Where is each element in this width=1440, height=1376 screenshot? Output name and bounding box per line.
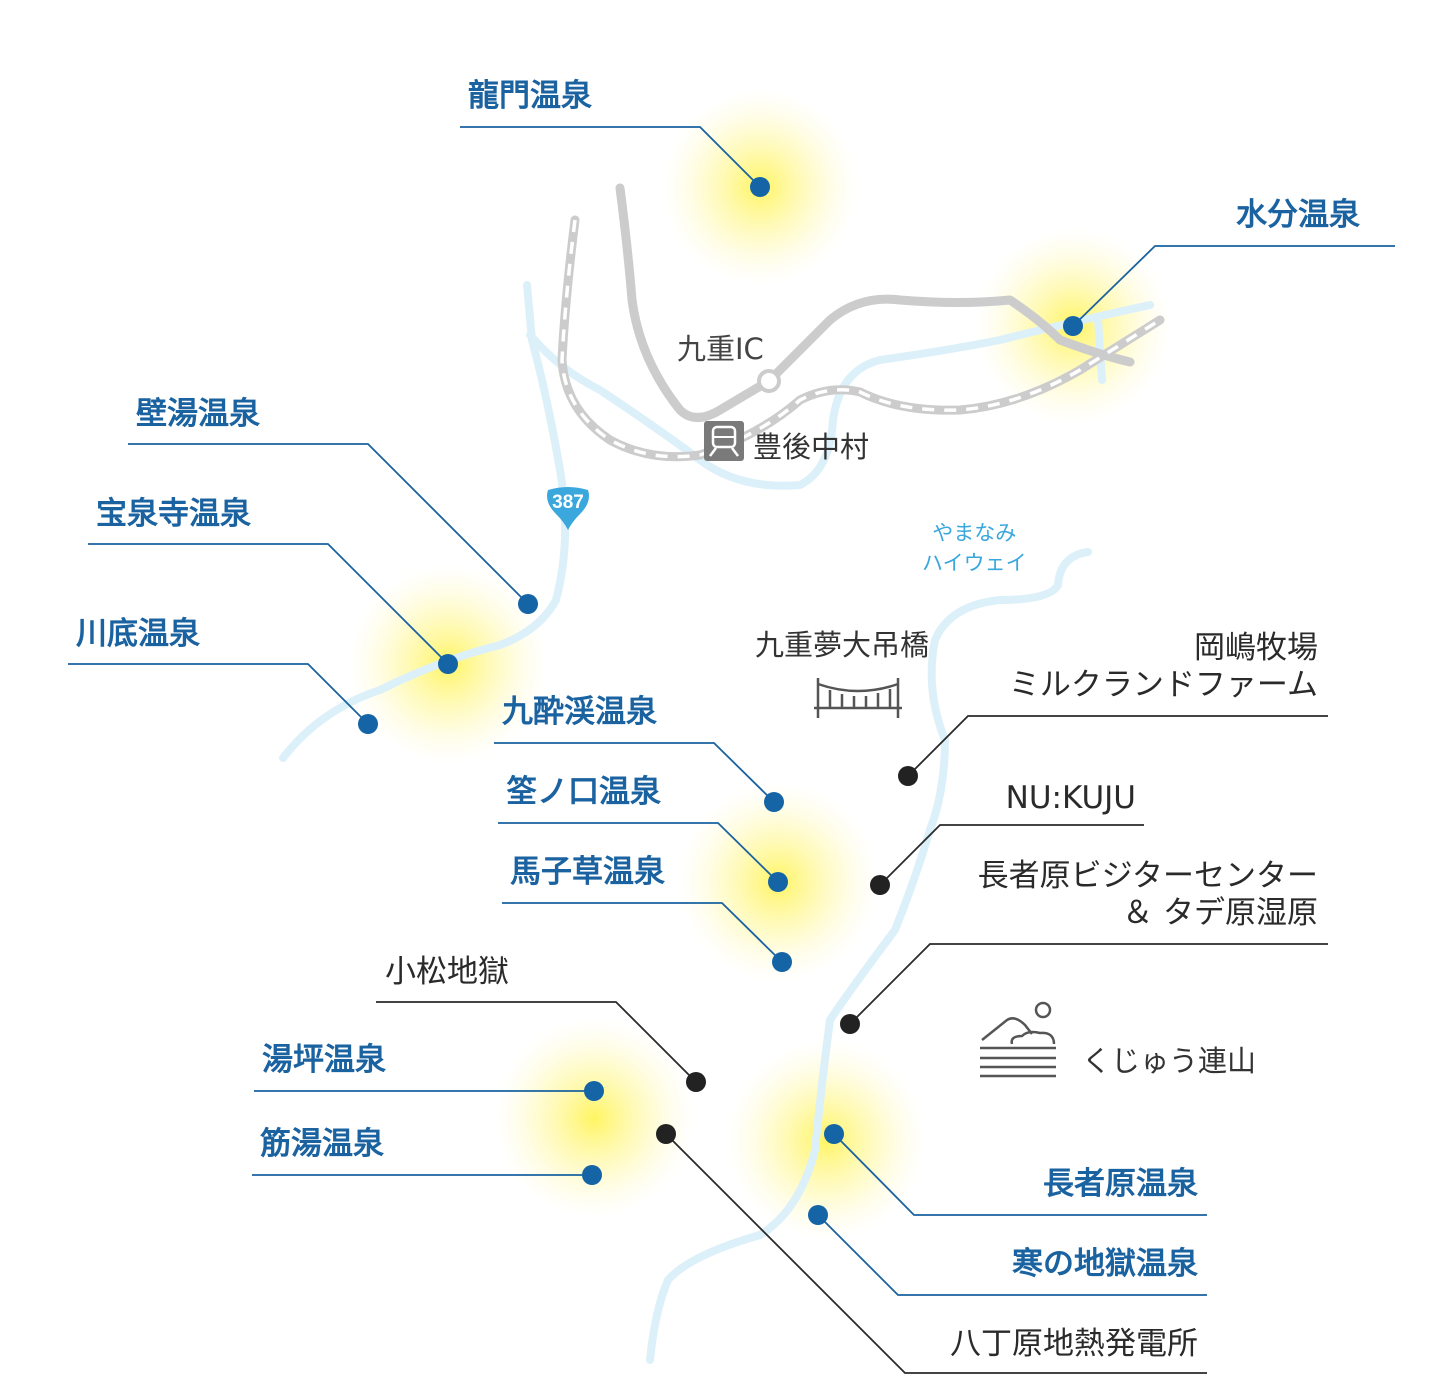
marker-ryumon	[750, 177, 770, 197]
hot-spring-label[interactable]: 筌ノ口温泉	[506, 774, 661, 810]
hot-spring-label[interactable]: 長者原温泉	[1043, 1166, 1198, 1202]
interchange-icon	[757, 369, 781, 393]
hot-spring-leaders	[68, 126, 1395, 1296]
marker-hatchobaru	[656, 1124, 676, 1144]
marker-nukuju	[870, 875, 890, 895]
hot-spring-label[interactable]: 湯坪温泉	[262, 1042, 386, 1078]
station-label: 豊後中村	[753, 430, 870, 464]
bridge-icon	[814, 678, 902, 718]
interchange-label: 九重IC	[677, 332, 764, 366]
highway-label: やまなみ ハイウェイ	[922, 521, 1027, 575]
hot-spring-label[interactable]: 川底温泉	[76, 616, 200, 652]
marker-mikumari	[1063, 316, 1083, 336]
mountains-label: くじゅう連山	[1082, 1044, 1257, 1078]
hot-spring-label[interactable]: 龍門温泉	[468, 78, 592, 114]
marker-komatsu	[686, 1072, 706, 1092]
spot-label-nukuju[interactable]: NU:KUJU	[1005, 780, 1136, 816]
marker-ukenokuchi	[768, 872, 788, 892]
marker-kabeyu	[518, 594, 538, 614]
river	[646, 548, 1092, 1364]
marker-hosenji	[438, 654, 458, 674]
hot-spring-label[interactable]: 水分温泉	[1236, 197, 1360, 233]
train-station-icon	[704, 421, 744, 461]
hot-spring-markers	[358, 177, 1083, 1225]
marker-sokoi	[358, 714, 378, 734]
river	[526, 301, 1154, 490]
river	[279, 281, 570, 762]
hot-spring-label[interactable]: 宝泉寺温泉	[96, 496, 251, 532]
marker-kannojigoku	[808, 1205, 828, 1225]
hot-spring-label[interactable]: 九酔渓温泉	[502, 694, 657, 730]
main-road	[615, 183, 1135, 422]
railway-dashes	[560, 219, 1161, 459]
marker-okajima	[898, 766, 918, 786]
marker-kusuikei	[764, 792, 784, 812]
hot-spring-label[interactable]: 馬子草温泉	[510, 854, 665, 890]
marker-visitor-center	[840, 1014, 860, 1034]
spot-label-visitor-center[interactable]: 長者原ビジターセンター ＆ タデ原湿原	[977, 858, 1318, 932]
spot-label-hatchobaru[interactable]: 八丁原地熱発電所	[950, 1326, 1198, 1362]
mountain-icon	[980, 1001, 1056, 1078]
route-387-badge: 387	[552, 492, 584, 513]
marker-chojabaru	[824, 1124, 844, 1144]
spot-markers	[656, 766, 918, 1144]
spot-label-komatsu[interactable]: 小松地獄	[385, 954, 509, 990]
marker-yutsubo	[584, 1081, 604, 1101]
spot-leaders	[376, 715, 1328, 1374]
bridge-label: 九重夢大吊橋	[755, 628, 930, 662]
marker-sujiyu	[582, 1165, 602, 1185]
hot-spring-label[interactable]: 筋湯温泉	[260, 1126, 384, 1162]
spot-label-okajima[interactable]: 岡嶋牧場 ミルクランドファーム	[1008, 630, 1318, 704]
route-shield-icon	[547, 487, 589, 530]
hot-spring-label[interactable]: 寒の地獄温泉	[1012, 1246, 1198, 1282]
hot-spring-label[interactable]: 壁湯温泉	[136, 396, 260, 432]
marker-makusa	[772, 952, 792, 972]
